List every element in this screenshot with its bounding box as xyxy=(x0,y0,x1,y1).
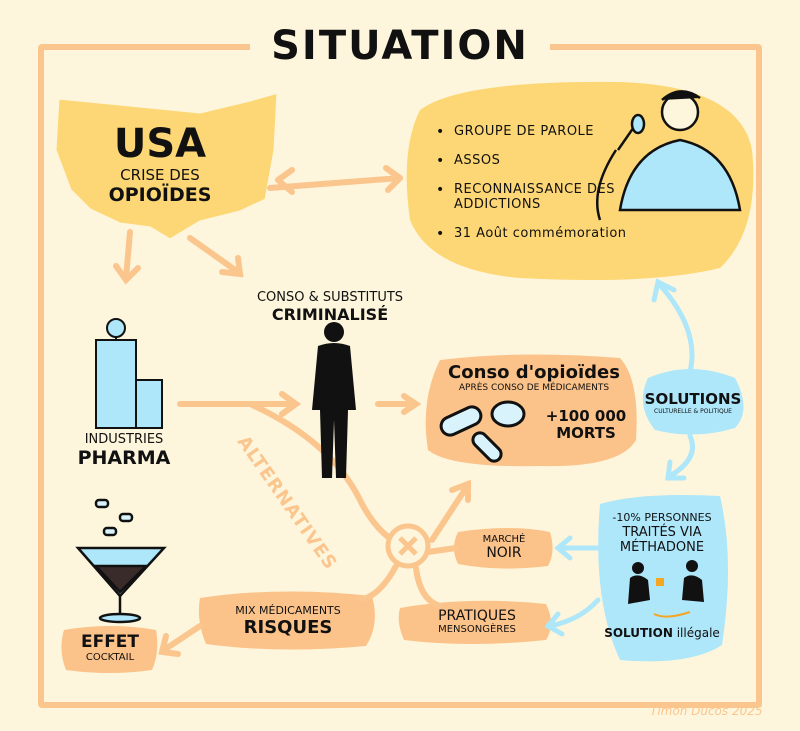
criminalise-line2: CRIMINALISÉ xyxy=(271,305,389,324)
singer-with-microphone-icon xyxy=(596,90,742,221)
marche-noir-line2: NOIR xyxy=(486,545,522,561)
mix-line2: RISQUES xyxy=(243,617,333,638)
arrow-usa-pharma xyxy=(113,229,141,285)
criminalise-line1: CONSO & SUBSTITUTS xyxy=(256,290,404,305)
usa-title: USA xyxy=(113,121,207,167)
pharma-label: INDUSTRIES PHARMA xyxy=(64,432,184,469)
mix-line1: MIX MÉDICAMENTS xyxy=(235,604,341,617)
blue-arrows xyxy=(544,278,695,637)
pratiques-line1: PRATIQUES xyxy=(438,608,516,624)
signature: Timon Ducos 2025 xyxy=(650,704,763,718)
marche-noir-blob xyxy=(454,528,553,569)
list-item: RECONNAISSANCE DES ADDICTIONS xyxy=(436,182,616,212)
methadone-label: -10% PERSONNES TRAITÉS VIA MÉTHADONE xyxy=(600,510,724,555)
usa-map-shape xyxy=(53,89,280,242)
cross-icon xyxy=(398,536,418,556)
usa-line2: OPIOÏDES xyxy=(108,184,212,206)
solutions-subtitle: CULTURELLE & POLITIQUE xyxy=(654,408,732,415)
deaths-stat: +100 000 MORTS xyxy=(536,408,636,442)
list-item: GROUPE DE PAROLE xyxy=(436,124,616,140)
person-silhouette-icon xyxy=(312,322,356,478)
cocktail-label: EFFET COCKTAIL xyxy=(60,632,160,663)
deaths-count: +100 000 xyxy=(545,407,627,425)
mix-label: MIX MÉDICAMENTS RISQUES xyxy=(200,604,376,638)
usa-line1: CRISE DES xyxy=(120,166,200,184)
conso-label: Conso d'opioïdes APRÈS CONSO DE MÉDICAME… xyxy=(436,362,632,394)
conso-title: Conso d'opioïdes xyxy=(448,362,620,383)
culture-solutions-list: GROUPE DE PAROLE ASSOS RECONNAISSANCE DE… xyxy=(436,124,626,255)
arrow-person-conso xyxy=(375,393,422,415)
usa-label: USA CRISE DES OPIOÏDES xyxy=(95,122,225,206)
pratiques-label: PRATIQUES MENSONGÈRES xyxy=(404,608,550,635)
exchange-icon xyxy=(628,560,704,618)
pratiques-blob xyxy=(398,600,551,644)
arrow-usa-person xyxy=(187,235,244,278)
deaths-label: MORTS xyxy=(556,424,616,442)
solutions-title: SOLUTIONS xyxy=(644,390,742,408)
marche-noir-line1: MARCHÉ xyxy=(482,534,526,545)
list-item: 31 Août commémoration xyxy=(436,226,626,242)
pharma-line2: PHARMA xyxy=(77,447,171,469)
methadone-line1: -10% PERSONNES xyxy=(612,511,712,524)
page-title: SITUATION xyxy=(250,18,550,74)
methadone-line2: TRAITÉS VIA xyxy=(622,525,702,540)
usa-culture-double-arrow xyxy=(267,175,403,191)
cocktail-glass-icon xyxy=(75,498,167,624)
illegal-solution-label: SOLUTION illégale xyxy=(600,626,724,640)
pills-icon xyxy=(439,400,526,463)
arrow-mix-cocktail xyxy=(158,623,203,657)
conso-subtitle: APRÈS CONSO DE MÉDICAMENTS xyxy=(458,383,610,393)
solution-rest: illégale xyxy=(676,626,720,640)
criminalise-label: CONSO & SUBSTITUTS CRIMINALISÉ xyxy=(240,290,420,324)
methadone-line3: MÉTHADONE xyxy=(619,540,705,555)
cocktail-line1: EFFET xyxy=(80,632,140,652)
orange-arrows xyxy=(113,165,471,657)
pharma-building-icon xyxy=(95,318,163,429)
arrow-to-conso xyxy=(429,479,471,543)
solutions-label: SOLUTIONS CULTURELLE & POLITIQUE xyxy=(640,390,746,415)
pharma-line1: INDUSTRIES xyxy=(84,432,164,447)
mix-blob xyxy=(198,591,375,650)
pratiques-line2: MENSONGÈRES xyxy=(438,624,516,635)
solutions-blob xyxy=(642,369,744,435)
cocktail-line2: COCKTAIL xyxy=(85,652,135,663)
solution-bold: SOLUTION xyxy=(604,626,673,640)
marche-noir-label: MARCHÉ NOIR xyxy=(458,534,550,561)
cocktail-blob xyxy=(61,626,158,673)
arrow-pharma-person xyxy=(177,391,302,417)
list-item: ASSOS xyxy=(436,153,616,169)
